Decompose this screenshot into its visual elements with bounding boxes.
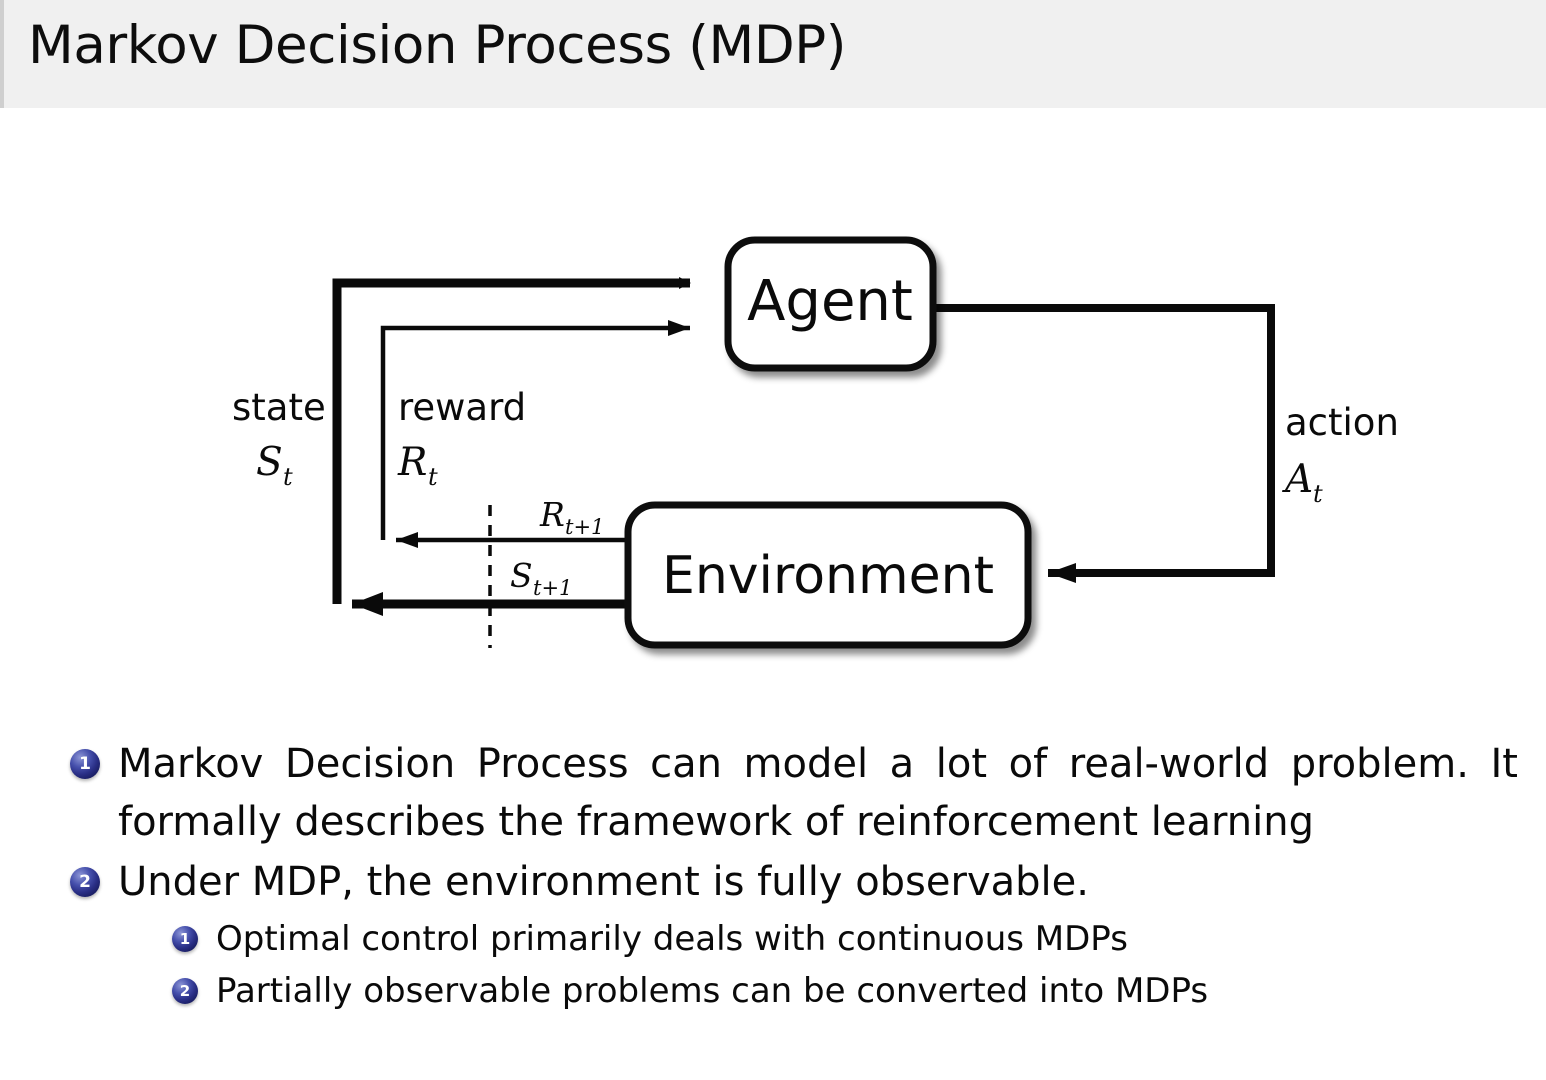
page-title: Markov Decision Process (MDP) bbox=[28, 15, 847, 76]
reward-label-word: reward bbox=[398, 386, 526, 429]
agent-node-label: Agent bbox=[747, 269, 913, 334]
action-path bbox=[933, 304, 1275, 583]
bullet-marker-2: 2 bbox=[70, 867, 100, 897]
header-left-edge bbox=[0, 0, 4, 108]
next-reward-label-subscript: t+1 bbox=[565, 515, 604, 539]
slide-header: Markov Decision Process (MDP) bbox=[0, 0, 1546, 108]
list-item: 2 Partially observable problems can be c… bbox=[0, 965, 1546, 1017]
state-label-subscript: t bbox=[283, 463, 293, 491]
state-label-symbol: S bbox=[256, 440, 283, 485]
reward-feedback-path bbox=[380, 320, 690, 548]
sub-bullet-marker-2: 2 bbox=[172, 978, 198, 1004]
action-label-symbol: A bbox=[1282, 457, 1313, 502]
reward-label-symbol: R bbox=[397, 440, 427, 485]
sub-bullet-text-1: Optimal control primarily deals with con… bbox=[216, 919, 1128, 959]
environment-node[interactable]: Environment bbox=[624, 501, 1032, 649]
mdp-diagram: Agent Environment state S t reward R t R… bbox=[0, 120, 1546, 680]
action-label-word: action bbox=[1285, 401, 1399, 444]
next-reward-label-symbol: R bbox=[539, 495, 565, 534]
action-label-subscript: t bbox=[1313, 480, 1323, 508]
agent-node[interactable]: Agent bbox=[724, 236, 937, 372]
bullet-marker-1: 1 bbox=[70, 749, 100, 779]
list-item: 1 Markov Decision Process can model a lo… bbox=[0, 735, 1546, 851]
bullet-list: 1 Markov Decision Process can model a lo… bbox=[0, 735, 1546, 1017]
next-state-label-subscript: t+1 bbox=[533, 576, 572, 600]
reward-label-subscript: t bbox=[428, 463, 438, 491]
state-feedback-path bbox=[332, 277, 691, 616]
bullet-text-1: Markov Decision Process can model a lot … bbox=[118, 741, 1518, 845]
list-item: 2 Under MDP, the environment is fully ob… bbox=[0, 853, 1546, 911]
environment-node-label: Environment bbox=[662, 546, 994, 606]
bullet-text-2: Under MDP, the environment is fully obse… bbox=[118, 859, 1089, 905]
state-label-word: state bbox=[232, 386, 326, 429]
next-state-label-symbol: S bbox=[510, 556, 533, 595]
sub-bullet-marker-1: 1 bbox=[172, 926, 198, 952]
list-item: 1 Optimal control primarily deals with c… bbox=[0, 913, 1546, 965]
sub-bullet-text-2: Partially observable problems can be con… bbox=[216, 971, 1209, 1011]
